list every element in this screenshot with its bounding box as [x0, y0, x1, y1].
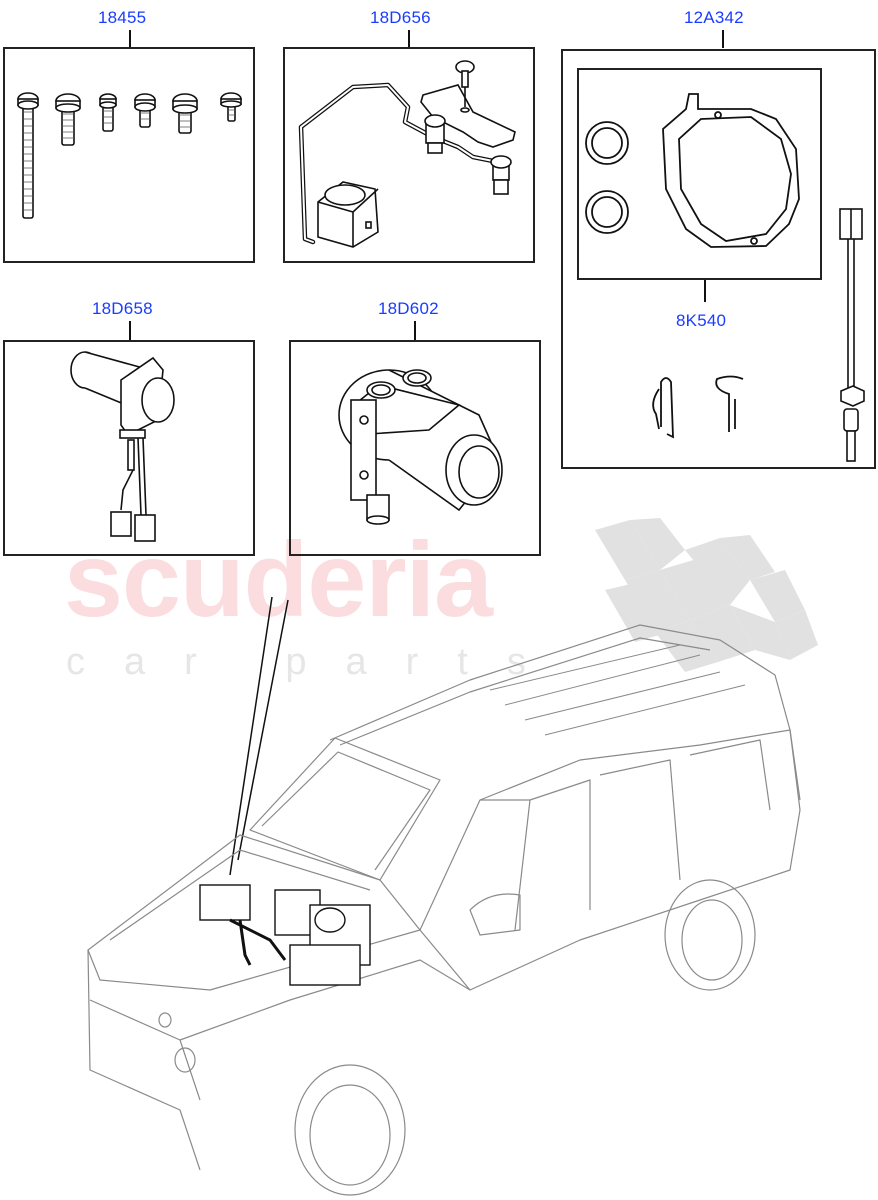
callout-box-gasket-subkit[interactable]	[577, 68, 822, 280]
part-label-18D602[interactable]: 18D602	[378, 299, 439, 318]
callout-box-water-pump[interactable]	[289, 340, 541, 556]
leader-line-18D602	[414, 321, 416, 340]
valve-pipe-icon	[298, 60, 516, 248]
heater-assembly-icon	[199, 884, 371, 986]
part-label-18455[interactable]: 18455	[98, 8, 147, 27]
callout-box-pump-motor[interactable]	[3, 340, 255, 556]
motor-harness-icon	[70, 351, 175, 542]
part-label-18D656[interactable]: 18D656	[370, 8, 431, 27]
callout-box-seal-kit[interactable]	[561, 49, 876, 469]
watermark-brand: scuderia	[64, 521, 493, 639]
leader-line-18D658	[129, 321, 131, 340]
part-label-18D658[interactable]: 18D658	[92, 299, 153, 318]
gasket-orings-icon	[585, 93, 865, 462]
watermark-tagline: car parts	[66, 641, 565, 683]
callout-box-valve-harness[interactable]	[283, 47, 535, 263]
water-pump-icon	[338, 369, 503, 525]
part-label-8K540[interactable]: 8K540	[676, 311, 727, 330]
screws-icon	[17, 92, 242, 219]
leader-line-12A342	[722, 30, 724, 48]
leader-line-18455	[129, 30, 131, 48]
leader-line-18D656	[408, 30, 410, 48]
callout-box-screws[interactable]	[3, 47, 255, 263]
part-label-12A342[interactable]: 12A342	[684, 8, 744, 27]
leader-line-8K540	[704, 280, 706, 302]
